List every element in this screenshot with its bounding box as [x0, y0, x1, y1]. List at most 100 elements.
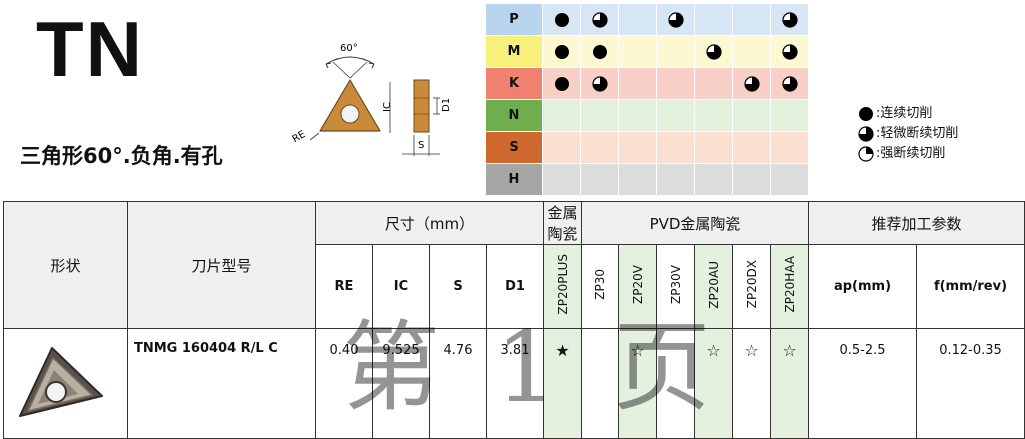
- half-circle-icon: [858, 144, 874, 164]
- group-ceramic: 金属陶瓷: [543, 201, 582, 245]
- col-d1: D1: [486, 244, 544, 329]
- legend-item-light-interrupted: :轻微断续切削: [858, 124, 958, 144]
- legend: :连续切削 :轻微断续切削 :强断续切削: [858, 104, 958, 164]
- iso-cell: [732, 131, 771, 164]
- application-symbol-icon: [542, 35, 581, 68]
- grade-col: ZP20DX: [732, 244, 771, 329]
- iso-row-n: N: [485, 99, 809, 132]
- group-pvd: PVD金属陶瓷: [581, 201, 809, 245]
- model-cell: TNMG 160404 R/L C: [127, 328, 316, 439]
- page-watermark: 第 1 页: [342, 311, 723, 425]
- iso-cell: [580, 131, 619, 164]
- grade-mark: ☆: [618, 328, 657, 439]
- iso-cell: [694, 163, 733, 196]
- iso-cell: [732, 35, 771, 68]
- legend-item-continuous: :连续切削: [858, 104, 958, 124]
- insert-drawing: 60° RE IC D1 S: [288, 38, 473, 163]
- iso-label: P: [485, 3, 543, 36]
- col-f: f(mm/rev): [916, 244, 1025, 329]
- re-value: 0.40: [315, 328, 373, 439]
- application-symbol-icon: [580, 35, 619, 68]
- iso-cell: [656, 67, 695, 100]
- f-value: 0.12-0.35: [916, 328, 1025, 439]
- iso-cell: [542, 163, 581, 196]
- iso-cell: [618, 99, 657, 132]
- table-row: TNMG 160404 R/L C 0.40 9.525 4.76 3.81 ★…: [3, 328, 1025, 439]
- col-re: RE: [315, 244, 373, 329]
- iso-row-h: H: [485, 163, 809, 196]
- iso-cell: [732, 163, 771, 196]
- iso-row-s: S: [485, 131, 809, 164]
- iso-cell: [770, 163, 809, 196]
- iso-cell: [618, 67, 657, 100]
- three-circle-icon: [858, 124, 874, 144]
- iso-cell: [542, 131, 581, 164]
- iso-label: N: [485, 99, 543, 132]
- application-symbol-icon: [770, 67, 809, 100]
- iso-cell: [770, 131, 809, 164]
- application-symbol-icon: [694, 35, 733, 68]
- iso-cell: [656, 99, 695, 132]
- iso-cell: [656, 35, 695, 68]
- grade-col: ZP30: [581, 244, 619, 329]
- iso-row-p: P: [485, 3, 809, 36]
- iso-cell: [732, 99, 771, 132]
- spec-table: 形状 刀片型号 尺寸（mm） 金属陶瓷 PVD金属陶瓷 推荐加工参数 RE IC…: [3, 201, 1025, 439]
- ap-value: 0.5-2.5: [808, 328, 917, 439]
- iso-label: S: [485, 131, 543, 164]
- col-ap: ap(mm): [808, 244, 917, 329]
- group-params: 推荐加工参数: [808, 201, 1025, 245]
- grade-mark: ☆: [770, 328, 809, 439]
- iso-cell: [694, 67, 733, 100]
- ic-value: 9.525: [372, 328, 430, 439]
- d1-label: D1: [441, 98, 452, 112]
- group-size: 尺寸（mm）: [315, 201, 544, 245]
- application-symbol-icon: [770, 3, 809, 36]
- iso-cell: [580, 99, 619, 132]
- legend-item-heavy-interrupted: :强断续切削: [858, 144, 958, 164]
- application-symbol-icon: [580, 3, 619, 36]
- iso-label: H: [485, 163, 543, 196]
- full-circle-icon: [858, 104, 874, 124]
- iso-cell: [618, 131, 657, 164]
- application-symbol-icon: [656, 3, 695, 36]
- col-shape: 形状: [3, 201, 128, 329]
- iso-cell: [542, 99, 581, 132]
- iso-row-m: M: [485, 35, 809, 68]
- grade-col: ZP30V: [656, 244, 695, 329]
- grade-mark: ★: [543, 328, 582, 439]
- page-title: TN: [36, 5, 144, 93]
- grade-col: ZP20V: [618, 244, 657, 329]
- iso-cell: [770, 99, 809, 132]
- iso-cell: [580, 163, 619, 196]
- re-label: RE: [291, 129, 308, 145]
- iso-cell: [618, 3, 657, 36]
- application-symbol-icon: [770, 35, 809, 68]
- grade-mark: ☆: [732, 328, 771, 439]
- angle-label: 60°: [340, 43, 358, 54]
- iso-cell: [694, 131, 733, 164]
- application-symbol-icon: [542, 3, 581, 36]
- grade-mark: [581, 328, 619, 439]
- grade-col: ZP20HAA: [770, 244, 809, 329]
- page-subtitle: 三角形60°.负角.有孔: [20, 144, 223, 168]
- application-symbol-icon: [542, 67, 581, 100]
- iso-label: K: [485, 67, 543, 100]
- application-symbol-icon: [732, 67, 771, 100]
- application-symbol-icon: [580, 67, 619, 100]
- s-value: 4.76: [429, 328, 487, 439]
- ic-label: IC: [382, 102, 393, 112]
- iso-cell: [656, 131, 695, 164]
- iso-cell: [694, 3, 733, 36]
- iso-cell: [732, 3, 771, 36]
- insert-photo: [3, 328, 128, 439]
- iso-cell: [694, 99, 733, 132]
- iso-cell: [618, 163, 657, 196]
- iso-cell: [656, 163, 695, 196]
- iso-cell: [618, 35, 657, 68]
- col-model: 刀片型号: [127, 201, 316, 329]
- grade-mark: [656, 328, 695, 439]
- grade-col: ZP20AU: [694, 244, 733, 329]
- iso-label: M: [485, 35, 543, 68]
